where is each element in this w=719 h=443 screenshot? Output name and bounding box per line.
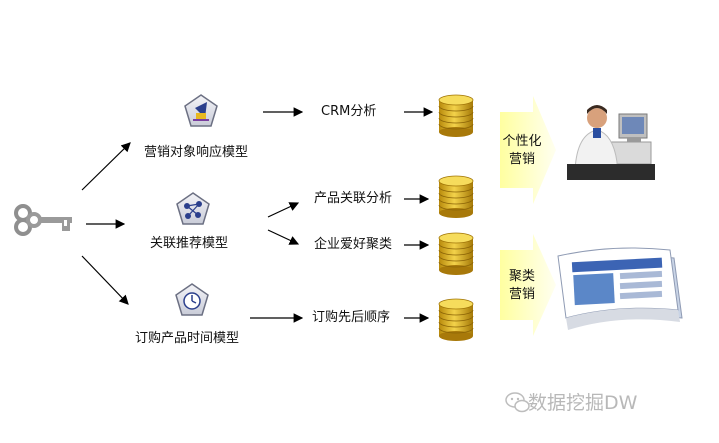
arrow-model-2-to-cluster — [267, 229, 300, 245]
coin-stack-icon — [438, 298, 474, 342]
result-label-crm: CRM分析 — [321, 104, 377, 119]
callout-personalized — [500, 96, 556, 204]
target-response-icon — [184, 94, 218, 127]
outcome-line-2: 营销 — [508, 152, 535, 167]
model-label-order-time: 订购产品时间模型 — [135, 331, 240, 346]
clock-icon — [175, 283, 209, 316]
outcome-line-1: 个性化 — [502, 134, 542, 149]
key-icon — [14, 204, 72, 236]
call-center-agent-image — [567, 100, 655, 180]
coin-stack-icon — [438, 175, 474, 219]
network-nodes-icon — [176, 192, 210, 225]
arrow-model-2-to-product — [267, 202, 300, 218]
outcome-cluster-text: 聚类 营销 — [500, 268, 544, 304]
result-label-company-cluster: 企业爱好聚类 — [314, 237, 393, 252]
coin-stack-icon — [438, 232, 474, 276]
watermark-text: 数据挖掘DW — [528, 392, 638, 414]
arrow-key-to-model-1 — [81, 142, 131, 191]
model-label-response: 营销对象响应模型 — [144, 145, 249, 160]
arrow-key-to-model-3 — [81, 255, 129, 305]
magazine-pages-image — [557, 247, 683, 330]
wechat-icon — [505, 392, 530, 413]
result-label-product-association: 产品关联分析 — [314, 191, 393, 206]
coin-stack-icon — [438, 94, 474, 138]
result-label-order-sequence: 订购先后顺序 — [312, 310, 391, 325]
callout-cluster — [500, 234, 556, 336]
outcome-line-2: 营销 — [508, 287, 535, 302]
outcome-line-1: 聚类 — [508, 269, 535, 284]
model-label-association: 关联推荐模型 — [150, 236, 229, 251]
outcome-personalized-text: 个性化 营销 — [500, 133, 544, 169]
